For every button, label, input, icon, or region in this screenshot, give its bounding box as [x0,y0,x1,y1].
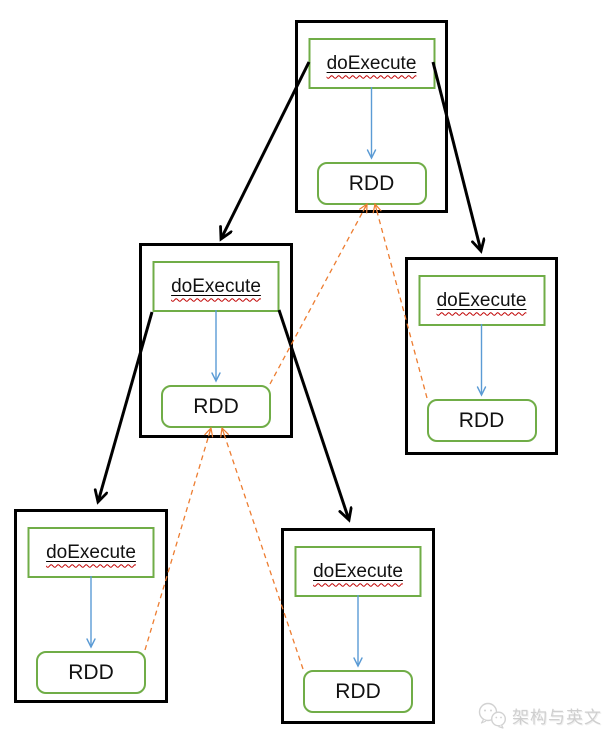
rdd-box-bottom-middle: RDD [303,670,413,713]
watermark-text: 架构与英文 [512,707,602,727]
rdd-label: RDD [193,394,239,418]
rdd-box-right: RDD [426,399,537,442]
doexecute-label: doExecute [313,560,403,582]
doexecute-label: doExecute [326,52,417,74]
doexecute-box-top: doExecute [308,38,435,89]
watermark: 架构与英文 [477,701,602,729]
wechat-icon [478,702,507,729]
rdd-label: RDD [348,171,395,195]
rdd-box-top: RDD [316,162,427,205]
doexecute-box-bottom-left: doExecute [27,527,155,578]
doexecute-box-bottom-middle: doExecute [294,546,422,597]
plan-node-right: doExecute RDD [405,257,558,455]
doexecute-box-middle-left: doExecute [152,261,280,312]
plan-node-middle-left: doExecute RDD [139,243,293,438]
rdd-box-middle-left: RDD [161,385,271,428]
plan-node-bottom-middle: doExecute RDD [281,528,435,724]
rdd-label: RDD [458,408,505,432]
doexecute-label: doExecute [436,289,527,311]
plan-node-bottom-left: doExecute RDD [14,509,168,703]
rdd-label: RDD [335,679,381,703]
doexecute-box-right: doExecute [418,275,545,326]
plan-node-top: doExecute RDD [295,20,448,213]
rdd-label: RDD [68,660,114,684]
doexecute-label: doExecute [46,541,136,563]
rdd-box-bottom-left: RDD [36,651,146,694]
doexecute-label: doExecute [171,275,261,297]
